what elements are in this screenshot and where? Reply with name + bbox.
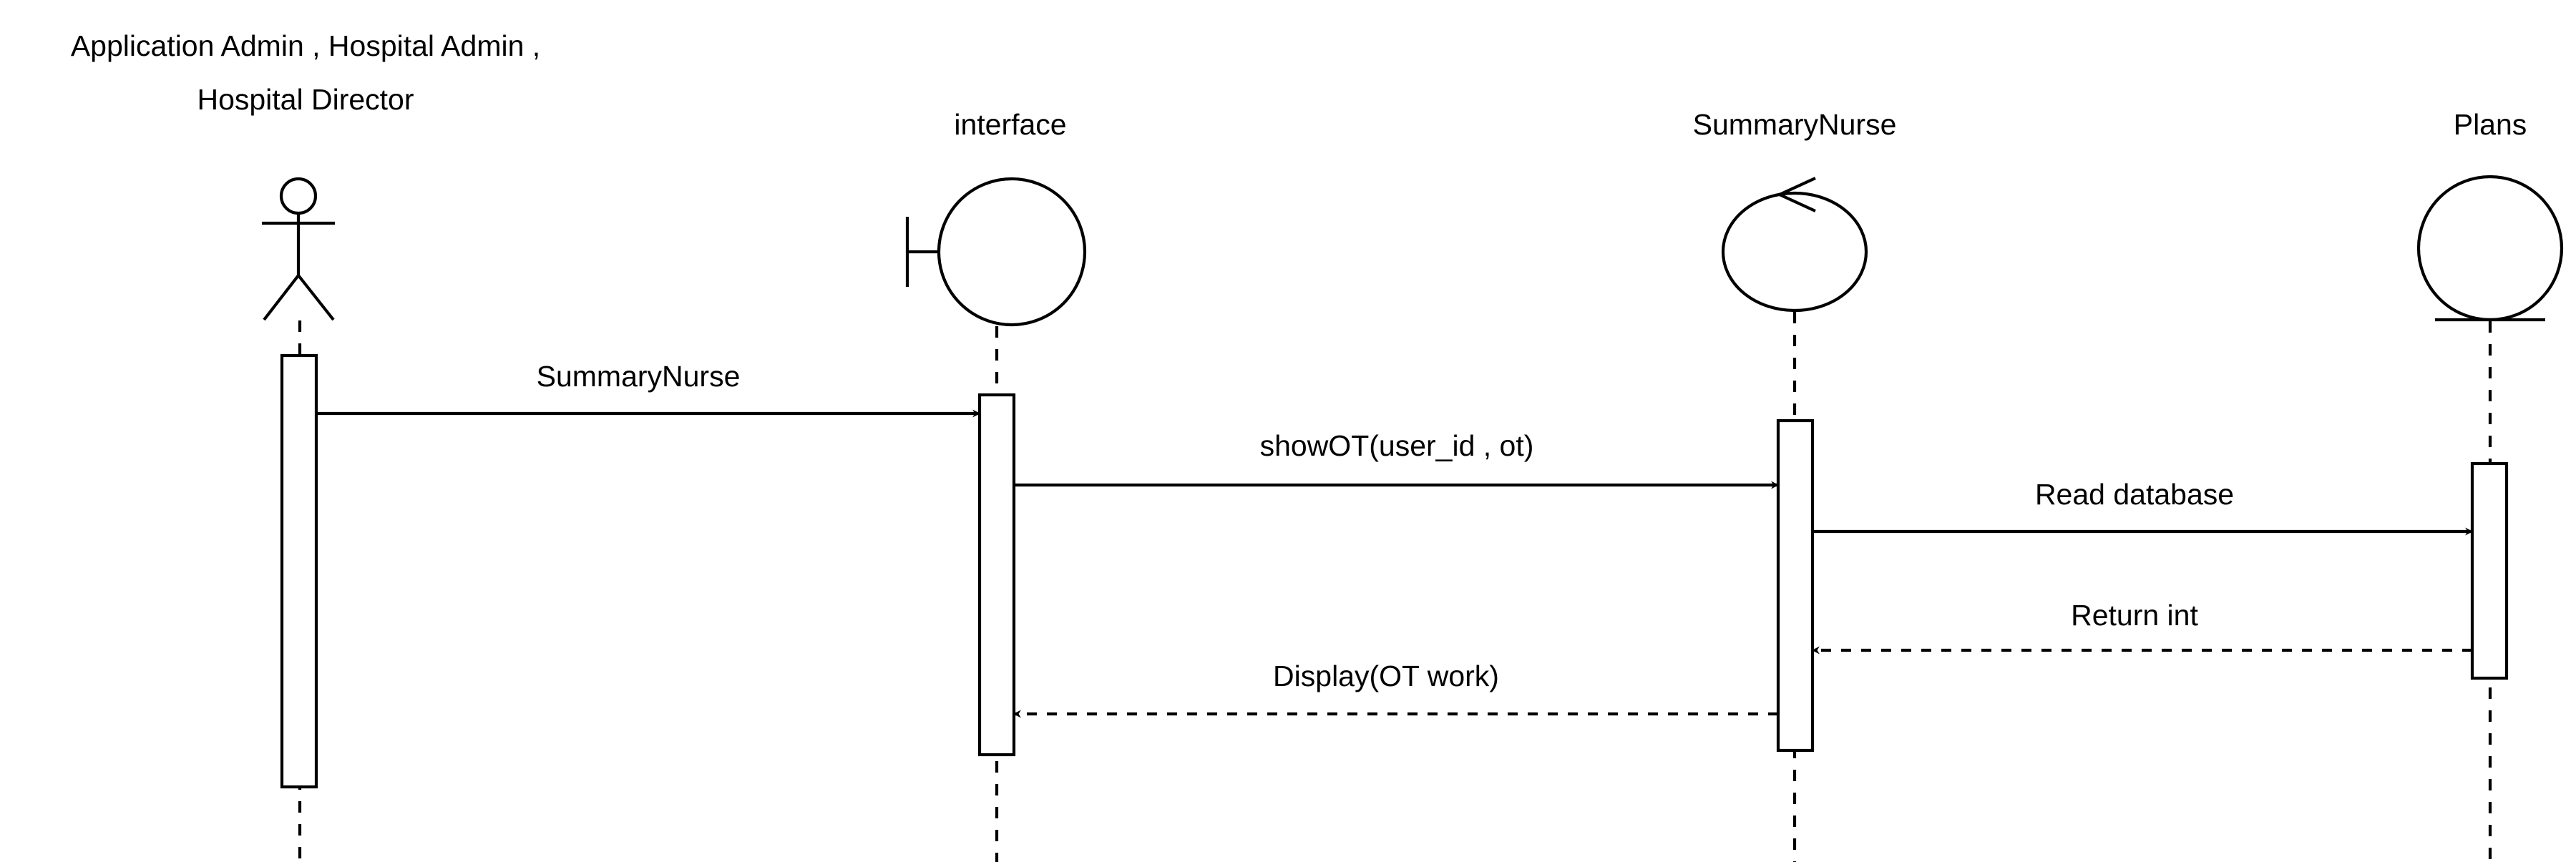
lifeline-label-plans: Plans	[2454, 108, 2527, 141]
lifeline-label-summarynurse: SummaryNurse	[1693, 108, 1897, 141]
activation-bar-plans	[2470, 461, 2509, 680]
actor-icon	[262, 177, 335, 321]
activation-bar-summarynurse	[1776, 418, 1815, 753]
actor-label-line2: Hospital Director	[197, 83, 414, 116]
lifeline-label-interface: interface	[954, 108, 1066, 141]
entity-icon	[2416, 175, 2564, 322]
activation-bar-interface	[977, 393, 1016, 757]
message-label-return-int: Return int	[2071, 599, 2198, 632]
boundary-icon	[905, 177, 1087, 327]
activation-bar-actor	[280, 353, 318, 789]
actor-label-line1: Application Admin , Hospital Admin ,	[71, 29, 540, 62]
message-label-read-database: Read database	[2035, 478, 2234, 511]
message-label-display: Display(OT work)	[1273, 660, 1499, 692]
message-label-summarynurse: SummaryNurse	[537, 360, 741, 393]
message-label-showot: showOT(user_id , ot)	[1260, 429, 1534, 462]
control-icon	[1721, 177, 1868, 313]
